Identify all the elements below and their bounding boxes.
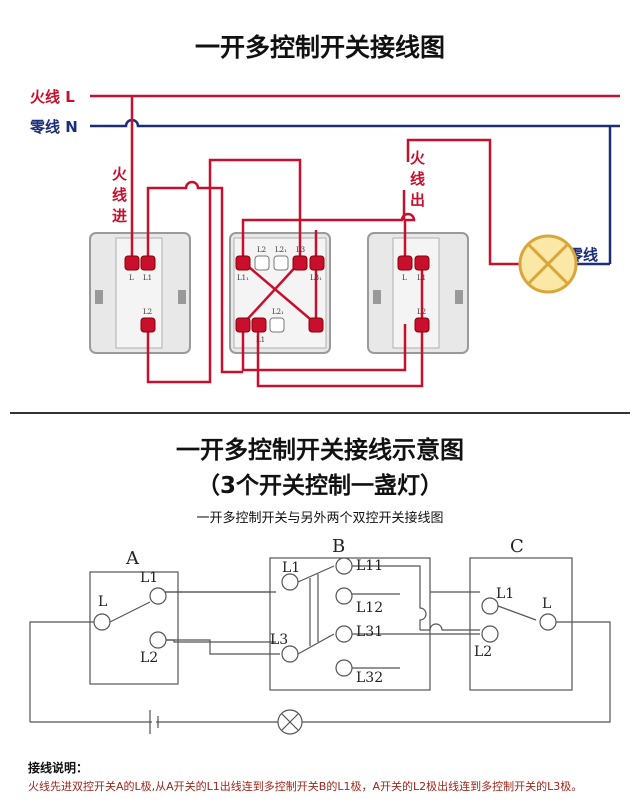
terminal-b-l1-1 bbox=[235, 255, 251, 271]
neutral-main-line bbox=[90, 118, 620, 128]
schematic-subtitle-line: （3个开关控制一盏灯） bbox=[196, 473, 443, 499]
terminal-b-l1-lower bbox=[235, 317, 251, 333]
term-text-c-l2: L2 bbox=[417, 308, 426, 316]
box-b-term-l3: L3 bbox=[270, 632, 288, 648]
schematic-diagram: A B C L L1 L2 L1 L11 L12 L3 L31 L32 L1 L… bbox=[29, 536, 611, 735]
box-c-name: C bbox=[510, 536, 524, 557]
term-text-b-l1-1: L1₁ bbox=[237, 274, 249, 282]
terminal-c-l bbox=[397, 255, 413, 271]
box-b-name: B bbox=[332, 536, 345, 557]
terminal-c-l1 bbox=[414, 255, 430, 271]
section-divider bbox=[10, 412, 630, 414]
live-wire-label: 火线 L bbox=[30, 88, 75, 106]
schematic-caption: 一开多控制开关与另外两个双控开关接线图 bbox=[196, 511, 444, 526]
switch-plate-c bbox=[367, 232, 469, 354]
term-text-b-l3-1: L3₁ bbox=[310, 274, 322, 282]
neutral-wire-label: 零线 N bbox=[30, 118, 78, 136]
box-b-term-l1: L1 bbox=[282, 560, 300, 576]
live-in-label: 火 线 进 bbox=[112, 165, 128, 225]
switch-box-c bbox=[469, 557, 573, 691]
box-b-term-l11: L11 bbox=[356, 558, 383, 574]
terminal-b-l3-lower bbox=[308, 317, 324, 333]
terminal-b-l3 bbox=[292, 255, 308, 271]
term-text-b-l2-1: L2₁ bbox=[275, 246, 287, 254]
wiring-photo-diagram: L L1 L2 L2 L2₁ L3 L1₁ L3₁ L1 L2₁ L L1 L2 bbox=[89, 94, 620, 388]
terminals bbox=[124, 255, 430, 333]
term-text-b-l2: L2 bbox=[257, 246, 266, 254]
lamp-symbol-icon bbox=[277, 709, 303, 735]
term-text-a-l1: L1 bbox=[143, 274, 152, 282]
box-a-term-l: L bbox=[98, 594, 107, 610]
box-a-term-l1: L1 bbox=[140, 570, 158, 586]
terminal-a-l1 bbox=[140, 255, 156, 271]
switch-box-a bbox=[89, 571, 179, 685]
box-b-term-l12: L12 bbox=[356, 600, 383, 616]
terminal-b-l1 bbox=[251, 317, 267, 333]
term-text-b-l2-1-lower: L2₁ bbox=[272, 308, 284, 316]
term-text-b-l1: L1 bbox=[256, 336, 265, 344]
term-text-b-l3: L3 bbox=[296, 246, 305, 254]
notes-title: 接线说明： bbox=[28, 761, 89, 775]
box-b-term-l31: L31 bbox=[356, 624, 383, 640]
box-b-term-l32: L32 bbox=[356, 670, 383, 686]
terminal-b-l3-1 bbox=[309, 255, 325, 271]
terminal-c-l2 bbox=[414, 317, 430, 333]
term-text-c-l1: L1 bbox=[417, 274, 426, 282]
term-text-c-l: L bbox=[402, 274, 407, 282]
switch-box-b bbox=[269, 557, 431, 691]
wiring-diagram-title: 一开多控制开关接线图 bbox=[194, 33, 445, 62]
live-out-label: 火 线 出 bbox=[410, 149, 426, 209]
terminal-a-l bbox=[124, 255, 140, 271]
notes-text: 火线先进双控开关A的L极,从A开关的L1出线连到多控制开关B的L1极，A开关的L… bbox=[28, 780, 583, 793]
box-a-name: A bbox=[125, 548, 140, 569]
box-c-term-l2: L2 bbox=[474, 644, 492, 660]
box-c-term-l: L bbox=[542, 596, 551, 612]
terminal-b-l2 bbox=[254, 255, 270, 271]
terminal-a-l2 bbox=[140, 317, 156, 333]
box-a-term-l2: L2 bbox=[140, 650, 158, 666]
term-text-a-l: L bbox=[129, 274, 134, 282]
lamp-icon bbox=[518, 234, 578, 294]
terminal-b-l2-lower bbox=[269, 317, 285, 333]
schematic-title: 一开多控制开关接线示意图 bbox=[176, 436, 464, 464]
box-c-term-l1: L1 bbox=[496, 586, 514, 602]
term-text-a-l2: L2 bbox=[143, 308, 152, 316]
terminal-b-l2-1 bbox=[273, 255, 289, 271]
switch-plate-a bbox=[89, 232, 191, 354]
